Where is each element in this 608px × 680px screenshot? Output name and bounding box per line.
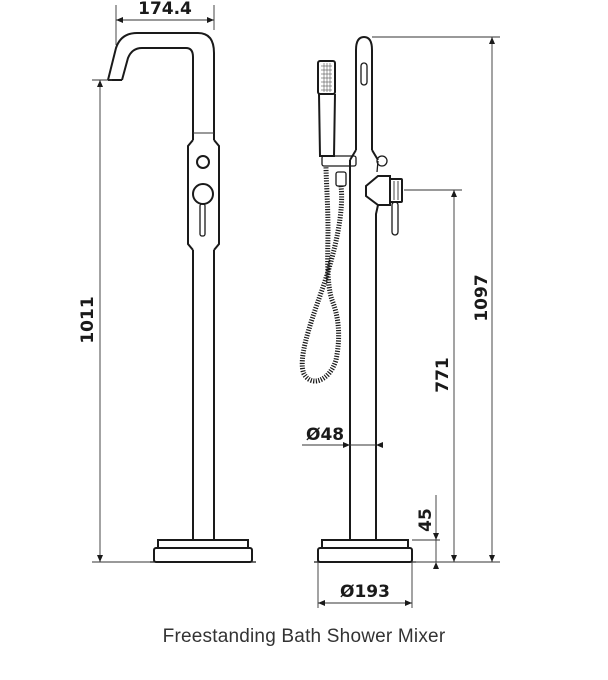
dim-handle-height: 771 [404,189,462,563]
dim-spout-reach: 174.4 [115,0,215,45]
drawing-caption: Freestanding Bath Shower Mixer [162,626,446,647]
side-body-right [371,149,379,161]
side-spout-slot [360,62,368,86]
dim-total-height-label: 1097 [472,274,492,321]
dim-pipe-diameter: Ø48 [302,425,383,448]
handset-cradle [321,155,357,167]
side-view [299,35,416,563]
dim-total-height: 1097 [372,36,500,563]
front-view [107,32,256,563]
side-body-left [349,149,357,161]
dim-base-height-label: 45 [416,508,436,532]
side-base [317,547,413,563]
shower-hose [299,165,345,384]
side-diverter-knob[interactable] [376,155,388,167]
front-body [187,139,220,251]
front-base [153,547,253,563]
dim-base-diameter-label: Ø193 [340,582,390,602]
side-pipe-right [375,204,379,540]
hose-connector [335,171,347,187]
dim-front-height-label: 1011 [78,296,98,343]
side-cartridge [365,175,391,206]
lever-front[interactable] [199,203,206,237]
diverter-knob[interactable] [196,155,210,169]
dim-base-height: 45 [412,495,440,569]
handset-nozzles [321,63,332,92]
side-base-top [321,539,409,549]
lever-side[interactable] [391,201,399,236]
dim-front-height: 1011 [78,79,150,563]
handset-head[interactable] [317,60,336,95]
front-base-top [157,539,249,549]
dim-base-diameter: Ø193 [317,562,413,608]
front-spout [107,32,215,140]
dim-handle-height-label: 771 [433,357,453,393]
front-spout-inner [121,47,194,140]
dim-spout-reach-label: 174.4 [138,0,192,19]
side-spout [355,35,373,150]
mixer-handle-front[interactable] [192,183,214,205]
dim-pipe-diameter-label: Ø48 [306,425,344,445]
handset-grip[interactable] [318,93,336,157]
mixer-handle-side[interactable] [389,178,403,203]
